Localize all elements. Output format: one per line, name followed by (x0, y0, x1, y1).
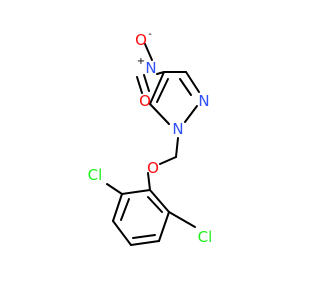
ether-oxygen-label: O (147, 159, 159, 177)
nitro-oxygen-minus-label: O (135, 31, 147, 49)
bond-o-n-single (144, 43, 153, 61)
bond-c3-n2-inner (179, 78, 192, 96)
bond-c5-c6 (158, 211, 170, 242)
structure-svg: O - N + O N N O Cl Cl (88, 29, 213, 246)
bond-c6-c1 (149, 189, 170, 213)
nitro-oxygen-double-label: O (139, 92, 151, 110)
bond-c6-cl (168, 211, 196, 228)
bond-ch2-o (159, 156, 177, 165)
nitro-nitrogen-label: N (145, 59, 156, 77)
bond-o-c1 (147, 172, 151, 191)
nitro-oxygen-charge-label: - (148, 29, 152, 40)
bond-c4-c5-inner (132, 234, 156, 239)
chlorine-ortho-label: Cl (88, 166, 103, 184)
bond-c4-c5 (130, 240, 160, 246)
bond-layer (106, 43, 200, 246)
atom-labels: O - N + O N N O Cl Cl (88, 29, 213, 246)
bond-c3-c4 (112, 220, 132, 246)
bond-c5-c4-inner (156, 78, 169, 103)
bond-c5-c4 (149, 71, 165, 105)
bond-c1-c2 (121, 189, 151, 195)
bond-n-o-double-b (136, 76, 143, 94)
bond-c2-cl (106, 183, 123, 195)
bond-n1-c5 (149, 103, 170, 125)
bond-c6-c1-inner (147, 196, 163, 213)
nitro-nitrogen-charge-label: + (137, 56, 145, 67)
molecule-diagram: O - N + O N N O Cl Cl (88, 29, 213, 246)
bond-n1-ch2 (175, 137, 179, 158)
chlorine-meta-label: Cl (198, 228, 213, 246)
bond-c2-c3 (112, 193, 123, 222)
bond-c3-n2 (185, 71, 200, 93)
bond-n2-n1 (184, 105, 198, 123)
bond-c2-c3-inner (120, 198, 130, 221)
bond-n-o-double-a (143, 74, 150, 92)
pyrazole-n2-label: N (198, 92, 209, 110)
pyrazole-n1-label: N (172, 120, 183, 138)
